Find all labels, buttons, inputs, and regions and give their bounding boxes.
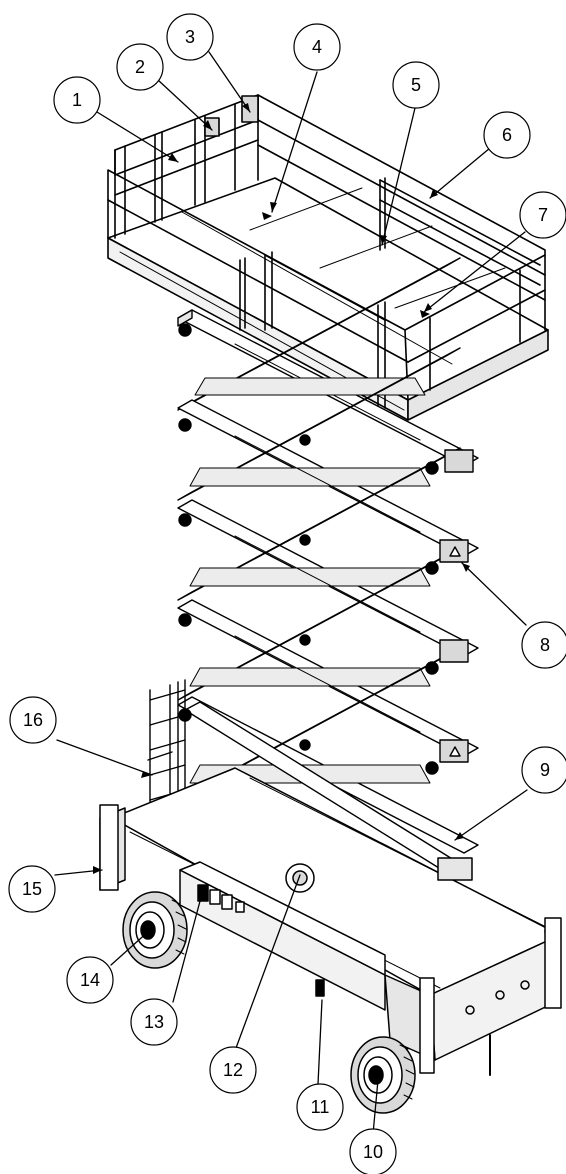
platform [107, 94, 549, 421]
callout-circle [66, 956, 114, 1004]
callout-label-6: 6 [502, 125, 512, 145]
callout-circle [521, 621, 566, 669]
scissor-stack [177, 257, 479, 879]
callout-label-8: 8 [540, 635, 550, 655]
callout-label-10: 10 [363, 1142, 383, 1162]
callout-label-9: 9 [540, 760, 550, 780]
callout-label-15: 15 [22, 879, 42, 899]
callout-circle [130, 998, 178, 1046]
callout-label-4: 4 [312, 37, 322, 57]
callout-circle [166, 13, 214, 61]
callout-circle [483, 111, 531, 159]
callout-circle [349, 1128, 397, 1174]
callout-label-7: 7 [538, 205, 548, 225]
callout-circle [209, 1046, 257, 1094]
callout-label-11: 11 [311, 1097, 330, 1117]
callout-label-13: 13 [144, 1012, 164, 1032]
leader-arrowheads [93, 103, 470, 874]
chassis [99, 767, 562, 1076]
callout-circle [519, 191, 566, 239]
callout-label-12: 12 [223, 1060, 243, 1080]
callout-label-3: 3 [185, 27, 195, 47]
callout-label-2: 2 [135, 57, 145, 77]
front-wheel [122, 891, 188, 969]
callout-label-5: 5 [411, 75, 421, 95]
callout-labels: 1 2 3 4 5 6 7 8 9 10 11 12 13 14 15 16 [22, 27, 550, 1162]
ladder [147, 679, 186, 811]
callout-circle [293, 23, 341, 71]
callouts [8, 13, 566, 1174]
rear-wheel [350, 1036, 416, 1114]
callout-label-14: 14 [80, 970, 100, 990]
callout-circle [521, 746, 566, 794]
callout-circle [53, 76, 101, 124]
callout-circle [392, 61, 440, 109]
leader-lines [54, 51, 528, 1135]
callout-circle [296, 1083, 344, 1131]
callout-label-16: 16 [23, 710, 43, 730]
callout-circle [9, 696, 57, 744]
callout-circle [116, 43, 164, 91]
callout-circle [8, 865, 56, 913]
callout-label-1: 1 [72, 90, 82, 110]
